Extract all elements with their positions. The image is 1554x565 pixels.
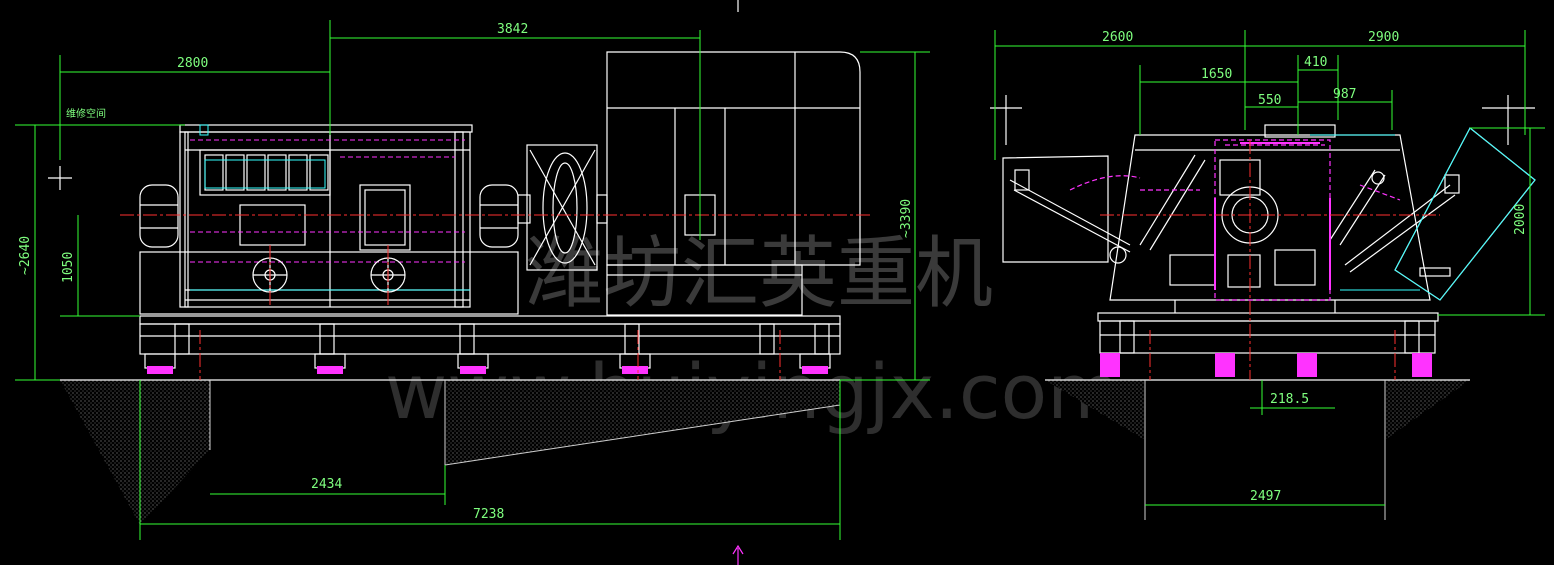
dim-2900: 2900 [1368, 30, 1399, 45]
left-crusher-body [139, 124, 519, 315]
dim-2000: 2000 [1513, 204, 1528, 235]
left-base-frame [139, 315, 841, 369]
dim-1050: 1050 [61, 252, 76, 283]
dim-2800: 2800 [177, 56, 208, 71]
dim-987: 987 [1333, 87, 1356, 102]
left-motor [606, 51, 861, 316]
left-cyan-details [190, 124, 470, 291]
right-base-frame [1097, 312, 1439, 354]
right-feet-magenta [1100, 353, 1432, 377]
left-dimension-lines [15, 20, 930, 540]
left-centerlines [120, 214, 870, 380]
right-cyan-details [1310, 127, 1536, 301]
right-foundation [1045, 379, 1470, 520]
dim-2640: ~2640 [18, 236, 33, 275]
right-hidden-lines [1069, 139, 1401, 301]
dim-2600: 2600 [1102, 30, 1133, 45]
dim-7238: 7238 [473, 507, 504, 522]
view-markers [48, 0, 1535, 190]
dim-3390: ~3390 [899, 199, 914, 238]
left-bearing-housings [139, 184, 519, 248]
maintenance-space-note: 维修空间 [66, 107, 106, 120]
dim-410: 410 [1304, 55, 1327, 70]
left-handwheels [252, 257, 406, 293]
right-magenta-solid [1214, 142, 1331, 290]
left-hidden-lines [190, 139, 465, 263]
left-dimension-texts: 3842 2800 维修空间 ~2640 1050 ~3390 2434 723… [18, 22, 914, 522]
left-foundation [60, 379, 841, 525]
section-arrow [732, 544, 744, 565]
dim-2434: 2434 [311, 477, 342, 492]
watermark-cn: 潍坊汇英重机 [525, 229, 993, 319]
dim-550: 550 [1258, 93, 1281, 108]
left-feet-magenta [147, 366, 828, 374]
right-housing [1002, 124, 1536, 313]
dim-1650: 1650 [1201, 67, 1232, 82]
right-centerlines [1100, 140, 1440, 380]
dim-3842: 3842 [497, 22, 528, 37]
right-dimension-lines [994, 30, 1545, 506]
right-dimension-texts: 2600 2900 1650 410 550 987 2000 218.5 24… [1102, 30, 1528, 504]
dim-218-5: 218.5 [1270, 392, 1309, 407]
dim-2497: 2497 [1250, 489, 1281, 504]
